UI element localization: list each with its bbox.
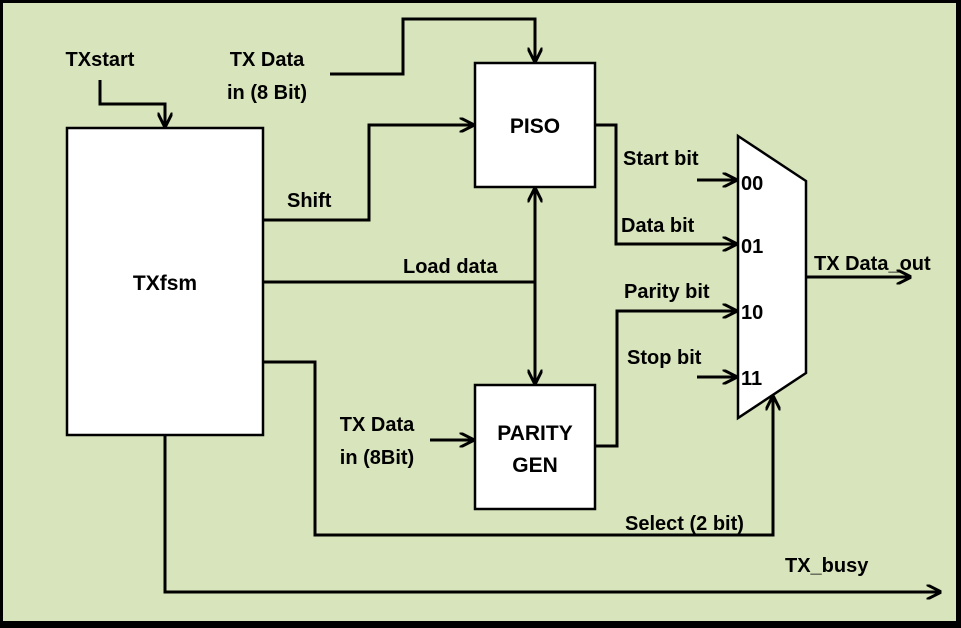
shift-wire: [263, 125, 473, 222]
mux-input-00: 00: [741, 173, 763, 195]
start-bit-label: Start bit: [623, 148, 699, 170]
tx-data-top-label-line2: in (8 Bit): [227, 82, 307, 104]
select-wire: [263, 360, 773, 537]
load-data-label: Load data: [403, 256, 498, 278]
parity-gen-label-line1: PARITY: [497, 422, 572, 445]
stop-bit-label: Stop bit: [627, 347, 702, 369]
parity-bit-label: Parity bit: [624, 281, 710, 303]
parity-to-mux-wire: [595, 311, 736, 448]
mux-input-01: 01: [741, 236, 763, 258]
mux-input-10: 10: [741, 302, 763, 324]
mux-input-11: 11: [741, 368, 762, 390]
tx-data-out-label: TX Data_out: [814, 253, 931, 275]
txstart-label: TXstart: [66, 49, 135, 71]
piso-label: PISO: [510, 115, 560, 138]
parity-gen-block: [473, 383, 597, 511]
select-label: Select (2 bit): [625, 513, 744, 535]
tx-data-top-label-line1: TX Data: [230, 49, 305, 71]
mux-block: [736, 133, 808, 421]
data-bit-label: Data bit: [621, 215, 695, 237]
tx-busy-label: TX_busy: [785, 555, 869, 577]
shift-label: Shift: [287, 190, 332, 212]
tx-data-bottom-label-line1: TX Data: [340, 414, 415, 436]
piso-to-mux-wire: [595, 123, 736, 244]
txfsm-label: TXfsm: [133, 272, 197, 295]
tx-data-bottom-label-line2: in (8Bit): [340, 447, 414, 469]
tx-data-top-wire: [330, 17, 535, 76]
parity-gen-label-line2: GEN: [512, 454, 558, 477]
txstart-wire: [98, 80, 165, 126]
tx-busy-wire: [163, 435, 940, 592]
